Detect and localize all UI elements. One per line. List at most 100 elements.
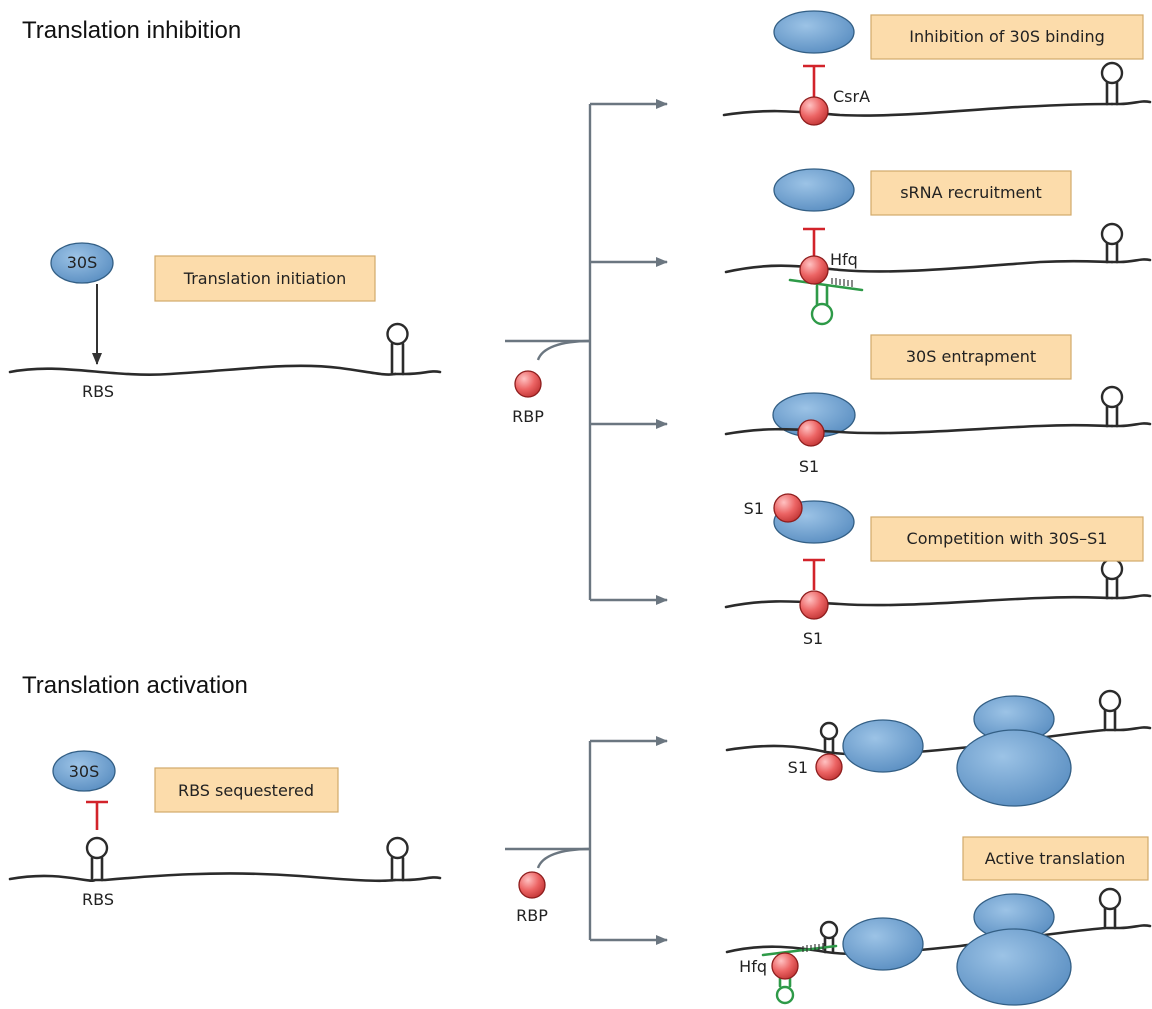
- srna-loop: [810, 302, 834, 326]
- competition-label: Competition with 30S–S1: [907, 529, 1108, 548]
- mrna-strand-end: [1105, 726, 1152, 732]
- competition-box: [870, 516, 1144, 562]
- rbs-sequestered-box: [154, 767, 339, 813]
- rbp-hook: [536, 847, 591, 869]
- mrna-strand-end: [1105, 924, 1152, 930]
- rbp-label: RBP: [512, 407, 544, 426]
- terminator-stem: [1105, 404, 1119, 428]
- mrna-strand-end: [393, 370, 442, 376]
- mrna-strand-end: [1110, 100, 1152, 106]
- translation-inhibition-title: Translation inhibition: [22, 17, 241, 44]
- outcome-competition-with-30s-s1: S1 S1 Competition with 30S–S1: [724, 493, 1152, 648]
- terminator-loop: [1100, 385, 1124, 409]
- translation-initiation-box: [154, 255, 376, 302]
- 30s-ribosome: [50, 242, 114, 284]
- s1-label: S1: [799, 457, 819, 476]
- csra-protein: [799, 96, 829, 126]
- 30s-ribosome: [842, 719, 924, 773]
- mrna-strand-end: [1110, 258, 1152, 264]
- inhibition-initial-state: 30S Translation initiation RBS: [8, 242, 442, 401]
- terminator-loop: [386, 836, 409, 860]
- inhibition-of-30s-binding-box: [870, 14, 1144, 60]
- mrna-strand: [724, 595, 1114, 609]
- activation-initial-state: 30S RBS RBS sequestered: [8, 750, 442, 909]
- outcome-hfq-activation: Hfq: [725, 887, 1152, 1006]
- srna-recruitment-label: sRNA recruitment: [900, 183, 1042, 202]
- rbs-label: RBS: [82, 890, 114, 909]
- 30s-ribosome: [52, 750, 116, 792]
- terminator-loop: [1100, 557, 1124, 581]
- terminator-stem: [1103, 708, 1117, 732]
- 30s-ribosome: [842, 917, 924, 971]
- srna-recruitment-box: [870, 170, 1072, 216]
- base-pairing-marks: [831, 278, 853, 287]
- terminator-loop: [386, 322, 409, 346]
- inhibition-branching: RBP: [505, 99, 668, 605]
- csra-label: CsrA: [833, 87, 870, 106]
- terminator-stem: [390, 856, 405, 882]
- srna-strand: [788, 278, 864, 292]
- outcome-s1-activation: S1: [725, 689, 1152, 807]
- mrna-strand-end: [1110, 422, 1152, 428]
- terminator-loop: [1100, 61, 1124, 85]
- rbs-label: RBS: [82, 382, 114, 401]
- rbp-protein: [518, 871, 546, 899]
- mrna-strand: [722, 102, 1114, 117]
- terminator-stem: [1105, 80, 1119, 106]
- hfq-protein: [799, 255, 829, 285]
- srna-strand: [761, 944, 838, 957]
- s1-label: S1: [788, 758, 808, 777]
- rbp-hook: [536, 339, 591, 361]
- srna-stem: [815, 284, 829, 307]
- s1-protein: [815, 753, 843, 781]
- mrna-strand: [724, 259, 1114, 274]
- terminator-loop: [1100, 222, 1124, 246]
- outcome-30s-entrapment: 30S entrapment S1: [724, 334, 1152, 476]
- s1-protein: [799, 590, 829, 620]
- outcome-inhibition-of-30s-binding: CsrA Inhibition of 30S binding: [722, 10, 1152, 126]
- s1-bottom-label: S1: [803, 629, 823, 648]
- hairpin-loop: [819, 920, 839, 940]
- s1-protein-on-30s: [773, 493, 803, 523]
- terminator-stem: [1105, 576, 1119, 600]
- base-pairing-marks: [802, 943, 824, 952]
- rbs-hairpin-stem: [90, 856, 104, 882]
- mrna-strand: [724, 423, 1114, 436]
- 30s-entrapment-box: [870, 334, 1072, 380]
- s1-protein: [797, 419, 825, 447]
- rbs-hairpin-loop: [85, 836, 109, 860]
- terminator-loop: [1098, 887, 1122, 911]
- s1-top-label: S1: [744, 499, 764, 518]
- active-translation-box: [962, 836, 1149, 881]
- terminator-stem: [1103, 906, 1117, 930]
- mrna-strand: [8, 872, 397, 883]
- hfq-label: Hfq: [830, 250, 858, 269]
- rbp-protein: [514, 370, 542, 398]
- terminator-stem: [390, 342, 405, 376]
- 70s-ribosome: [956, 729, 1072, 807]
- rbs-sequestered-label: RBS sequestered: [178, 781, 314, 800]
- mrna-strand: [8, 364, 397, 376]
- mrna-strand-end: [1110, 594, 1152, 600]
- 30s-ribosome: [773, 168, 855, 212]
- active-translation-label: Active translation: [985, 849, 1126, 868]
- translation-activation-title: Translation activation: [22, 672, 248, 699]
- outcome-srna-recruitment: Hfq sRNA recruitment: [724, 168, 1152, 326]
- srna-loop: [775, 985, 795, 1005]
- hfq-label: Hfq: [739, 957, 767, 976]
- 30s-entrapment-label: 30S entrapment: [906, 347, 1036, 366]
- translation-initiation-label: Translation initiation: [183, 269, 346, 288]
- hairpin-loop: [819, 721, 839, 741]
- activation-branching: RBP: [505, 736, 668, 945]
- hairpin-stem: [823, 936, 835, 954]
- 30s-label: 30S: [69, 762, 100, 781]
- inhibition-of-30s-binding-label: Inhibition of 30S binding: [909, 27, 1105, 46]
- 70s-ribosome: [956, 928, 1072, 1006]
- hfq-protein: [771, 952, 799, 980]
- 30s-ribosome: [773, 10, 855, 54]
- terminator-stem: [1105, 241, 1119, 264]
- 30s-label: 30S: [67, 253, 98, 272]
- hairpin-stem: [823, 737, 835, 754]
- terminator-loop: [1098, 689, 1122, 713]
